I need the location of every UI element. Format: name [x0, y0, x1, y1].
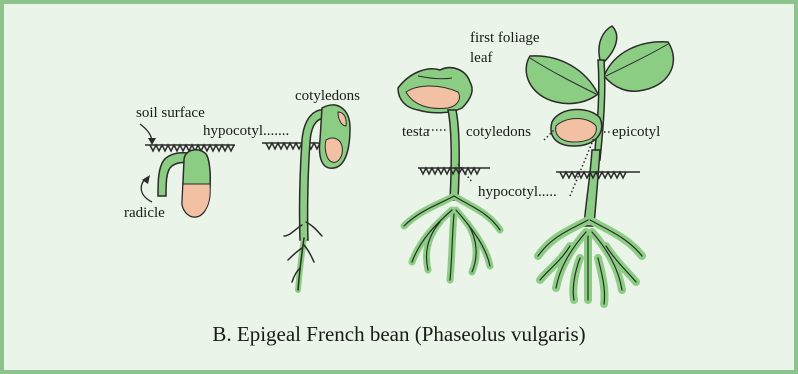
label-epicotyl: epicotyl: [612, 124, 660, 140]
label-first-foliage-leaf-1: first foliage: [470, 30, 540, 46]
stage-4-seedling: [526, 26, 673, 304]
stem-stage-3: [448, 110, 459, 200]
label-first-foliage-leaf-2: leaf: [470, 50, 492, 66]
figure-caption: B. Epigeal French bean (Phaseolus vulgar…: [212, 322, 585, 346]
roots-stage-3: [404, 196, 500, 280]
roots-stage-4: [538, 220, 642, 304]
label-hypocotyl-stage-2: hypocotyl.......: [203, 123, 289, 139]
epicotyl-stem: [594, 60, 605, 160]
foliage-leaf-left: [526, 56, 598, 104]
label-radicle: radicle: [124, 205, 165, 221]
hypocotyl-stem-stage-4: [584, 150, 600, 226]
label-testa: testa: [402, 124, 430, 140]
stage-3-seedling: [398, 68, 500, 280]
label-cotyledons-stage-3: cotyledons: [466, 124, 531, 140]
seed-cotyledon: [182, 184, 210, 217]
foliage-leaf-top: [599, 26, 617, 62]
label-hypocotyl-stage-3: hypocotyl.....: [478, 184, 557, 200]
label-soil-surface: soil surface: [136, 105, 205, 121]
label-cotyledons-stage-2: cotyledons: [295, 88, 360, 104]
soil-line-stage-1: [145, 145, 235, 151]
